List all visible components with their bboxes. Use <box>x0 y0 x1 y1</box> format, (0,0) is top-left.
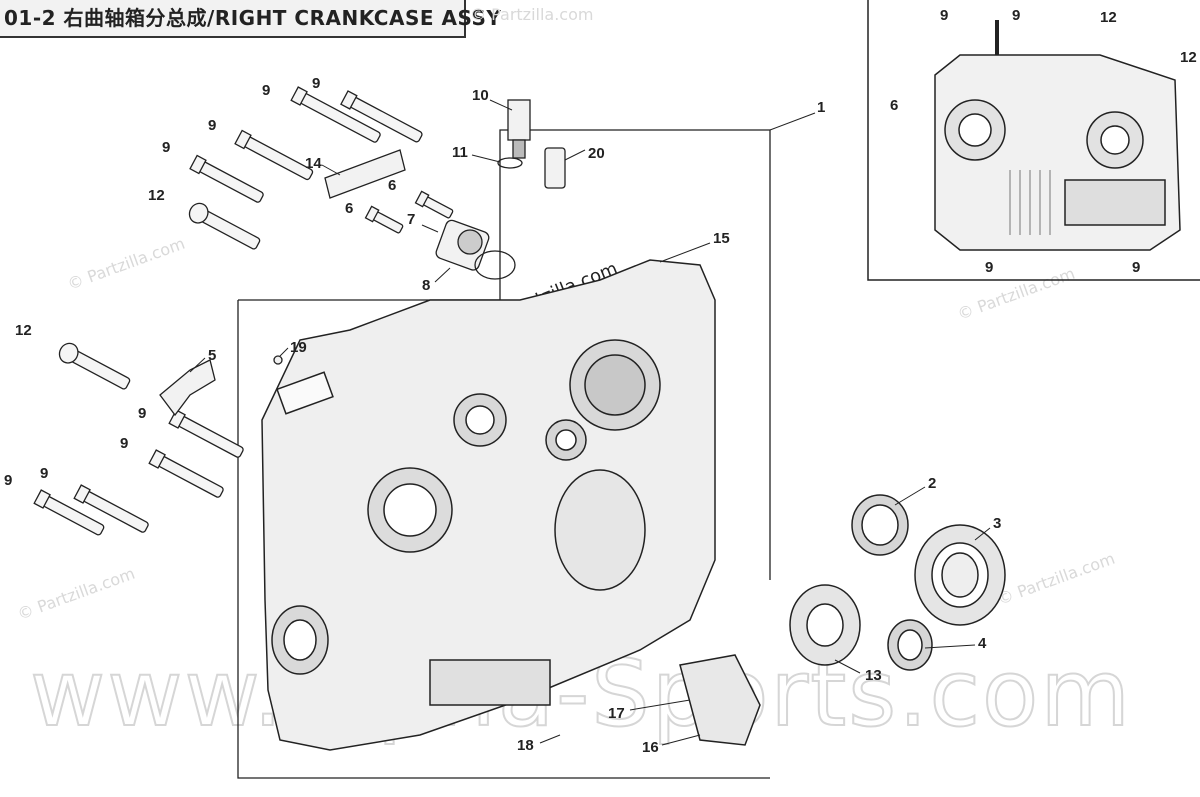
callout-9e: 9 <box>138 405 146 422</box>
callout-6b: 6 <box>345 200 353 217</box>
bearings-seals <box>679 494 1006 746</box>
callout-9k: 9 <box>985 259 993 276</box>
callout-19: 19 <box>290 339 307 356</box>
label-plate <box>276 371 334 415</box>
frame-left-bottom <box>237 300 770 779</box>
bearing-3 <box>914 524 1006 626</box>
cavity <box>554 469 646 591</box>
callout-9a: 9 <box>262 82 270 99</box>
bolt-6a <box>422 196 454 219</box>
callout-14: 14 <box>305 155 322 172</box>
callout-6c: 6 <box>890 97 898 114</box>
callout-10: 10 <box>472 87 489 104</box>
right-crankcase <box>261 259 716 751</box>
bolt-9e <box>177 415 244 458</box>
partzilla-watermark-2: © Partzilla.com <box>15 564 138 624</box>
seal-2 <box>851 494 909 556</box>
callout-12b: 12 <box>15 322 32 339</box>
frame-top <box>238 129 771 580</box>
callout-9b: 9 <box>312 75 320 92</box>
callout-9c: 9 <box>208 117 216 134</box>
sensor-10 <box>507 99 531 141</box>
inset-frame <box>867 0 1200 281</box>
callout-8: 8 <box>422 277 430 294</box>
leader-lines <box>189 99 991 746</box>
callout-9d: 9 <box>162 139 170 156</box>
callouts: 1 2 3 4 5 6 6 6 7 8 9 9 9 9 9 9 9 9 9 9 … <box>4 7 1197 756</box>
strainer-16 <box>679 654 761 746</box>
gasket-7 <box>474 250 516 280</box>
arm-5 <box>159 359 216 417</box>
callout-12d: 12 <box>1180 49 1197 66</box>
callout-9j: 9 <box>1012 7 1020 24</box>
bolt-6b <box>372 211 404 234</box>
callout-7: 7 <box>407 211 415 228</box>
callout-13: 13 <box>865 667 882 684</box>
oring-11 <box>497 157 523 169</box>
oil-pan-cover <box>429 659 551 706</box>
diagram-title: 01-2 右曲轴箱分总成/RIGHT CRANKCASE ASSY <box>0 0 501 38</box>
callout-12a: 12 <box>148 187 165 204</box>
partzilla-watermark-5: © Partzilla.com <box>470 5 593 24</box>
callout-15: 15 <box>713 230 730 247</box>
callout-16: 16 <box>642 739 659 756</box>
callout-4: 4 <box>978 635 987 652</box>
callout-5: 5 <box>208 347 216 364</box>
callout-20: 20 <box>588 145 605 162</box>
callout-12c: 12 <box>1100 9 1117 26</box>
bearing-13 <box>789 584 861 666</box>
partzilla-watermark-1: © Partzilla.com <box>65 234 188 294</box>
sleeve-20 <box>544 147 566 189</box>
callout-3: 3 <box>993 515 1001 532</box>
small-parts <box>159 99 566 417</box>
plug-19 <box>273 355 283 365</box>
partzilla-watermark-4: © Partzilla.com <box>995 549 1118 609</box>
bolt-9c <box>242 135 314 181</box>
callout-2: 2 <box>928 475 936 492</box>
callout-1: 1 <box>817 99 825 116</box>
bolt-9b <box>347 95 423 143</box>
bolt-9d <box>197 160 264 203</box>
callout-9l: 9 <box>1132 259 1140 276</box>
seal-4 <box>887 619 933 671</box>
callout-17: 17 <box>608 705 625 722</box>
crankcase-frame <box>237 129 771 779</box>
callout-18: 18 <box>517 737 534 754</box>
bolt-9f <box>157 455 224 498</box>
callout-9f: 9 <box>120 435 128 452</box>
partzilla-watermark-3: © Partzilla.com <box>955 264 1078 324</box>
callout-9g: 9 <box>40 465 48 482</box>
bolts <box>33 86 454 536</box>
callout-6a: 6 <box>388 177 396 194</box>
callout-11: 11 <box>452 144 468 161</box>
inset-view <box>867 0 1200 281</box>
inset-plate <box>1064 179 1166 226</box>
plate-14 <box>324 149 406 199</box>
callout-9i: 9 <box>940 7 948 24</box>
callout-9h: 9 <box>4 472 12 489</box>
